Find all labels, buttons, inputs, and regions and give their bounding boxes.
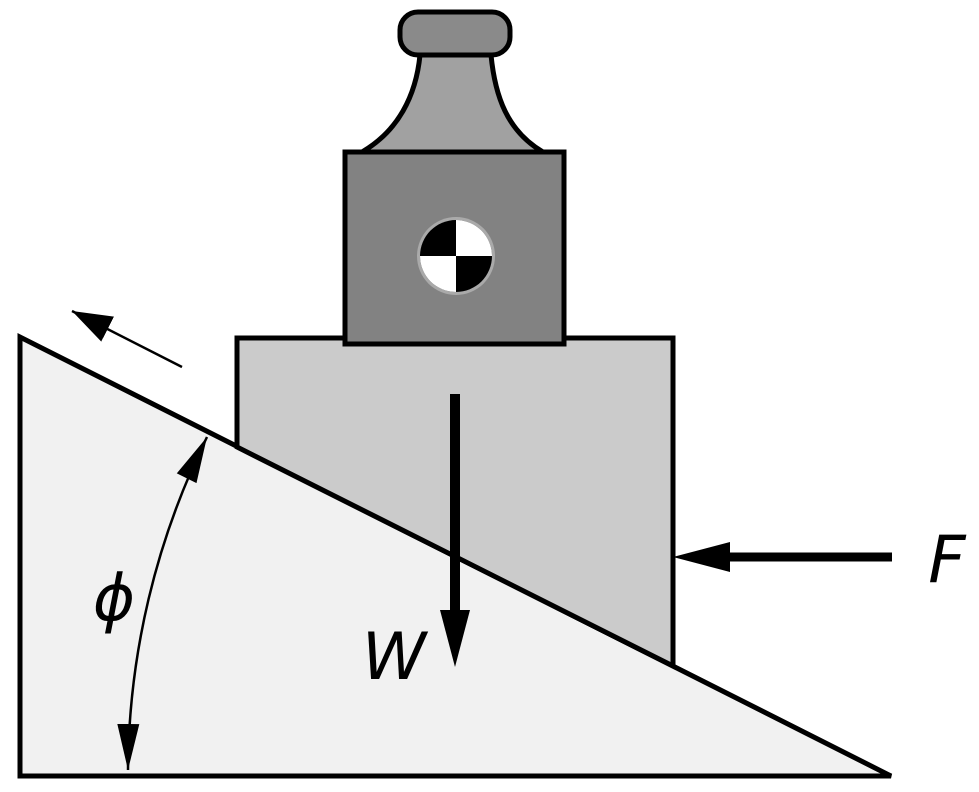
up-slope-motion-arrow-icon: [71, 309, 183, 369]
angle-label: ϕ: [93, 562, 135, 636]
die-neck: [352, 52, 553, 155]
com-quadrant-top-right: [456, 220, 492, 256]
angle-arc-icon: [117, 436, 209, 771]
weight-label: W: [362, 620, 429, 695]
die-cap-knob: [397, 9, 513, 58]
center-of-mass-icon: [417, 217, 495, 295]
com-quadrant-bottom-left: [420, 256, 456, 292]
force-label: F: [928, 523, 967, 598]
